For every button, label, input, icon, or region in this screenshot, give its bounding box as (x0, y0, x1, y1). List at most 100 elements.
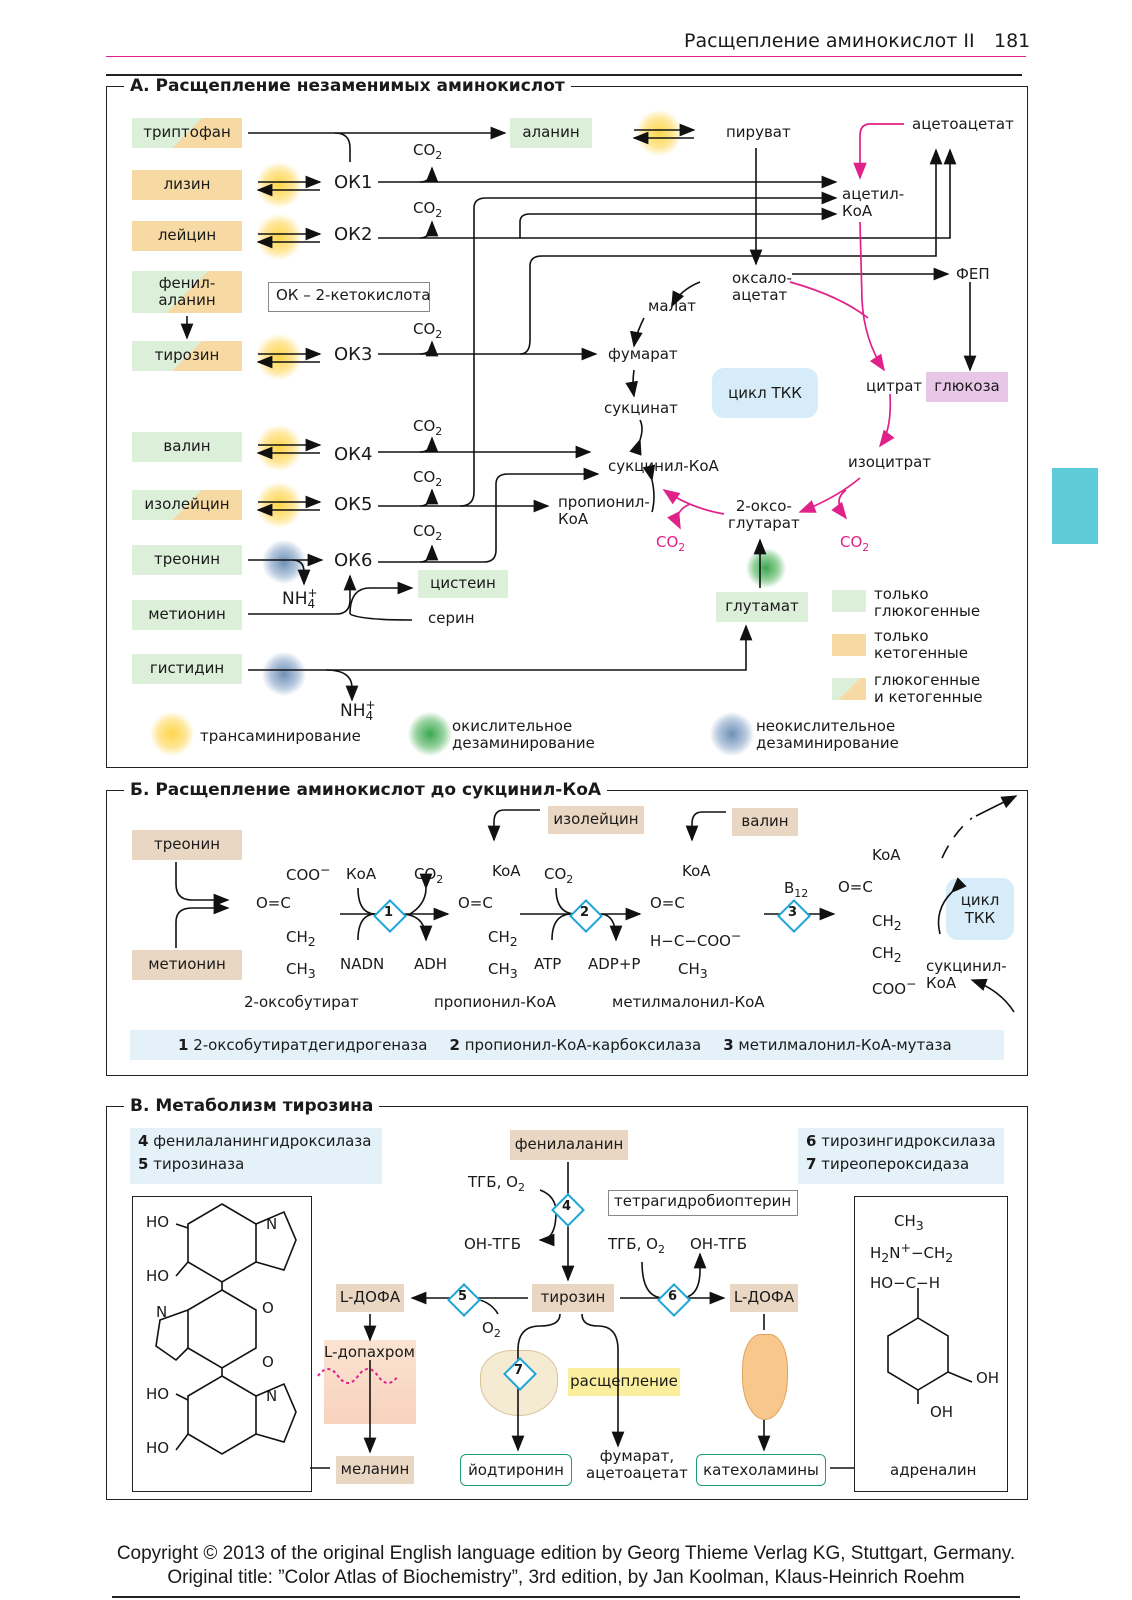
adrenalin-label: адреналин (890, 1461, 977, 1479)
page-number: 181 (994, 30, 1031, 52)
amino-leicin: лейцин (132, 221, 242, 251)
name-oxobutyrate: 2-оксобутират (244, 993, 359, 1011)
panel-c (106, 1106, 1028, 1500)
legend-oxidative-icon (408, 712, 452, 756)
ldopa-box-right: L-ДОФА (730, 1284, 798, 1312)
treonin-box: треонин (132, 830, 242, 860)
ok1-label: ОК1 (334, 172, 373, 193)
valin-box: валин (732, 808, 798, 836)
legend-glucogenic: только глюкогенные (874, 585, 981, 621)
header-rule (106, 56, 1026, 57)
panel-a-top-rule (106, 74, 1022, 76)
co2-label: CO2 (544, 865, 574, 886)
co2-released-left: CO2 (656, 533, 686, 554)
adh-label: ADH (414, 955, 448, 973)
glukoza-box: глюкоза (926, 372, 1008, 402)
enzyme-3-number: 3 (788, 905, 798, 920)
enzyme-5-number: 5 (458, 1289, 468, 1304)
legend-swatch-ketogenic (832, 634, 866, 656)
co2-label: CO2 (413, 141, 443, 162)
oh-label: OH (930, 1403, 954, 1421)
enzyme-legend-right: 6 тирозингидроксилаза 7 тиреопероксидаза (798, 1128, 1004, 1184)
koa-label: КоА (346, 865, 377, 883)
tkk-cycle-box: цикл ТКК (712, 368, 818, 418)
fumarat-label: фумарат (608, 345, 678, 363)
legend-oxidative: окислительное дезаминирование (452, 717, 595, 753)
nh4-label: NH+4 (282, 586, 318, 611)
ok3-label: ОК3 (334, 344, 373, 365)
ok6-label: ОК6 (334, 550, 373, 571)
fumarat-aa-label: фумарат, ацетоацетат (586, 1447, 688, 1483)
rasscheplenie-box: расщепление (568, 1368, 680, 1396)
izocitrat-label: изоцитрат (848, 453, 932, 471)
tkk-cycle-box-b: цикл ТКК (946, 878, 1014, 940)
enzyme-2-number: 2 (580, 905, 590, 920)
tetrahydro-label: тетрагидробиоптерин (614, 1192, 792, 1210)
running-title: Расщепление аминокислот II (684, 30, 975, 52)
legend-swatch-both (832, 678, 866, 700)
sukcinat-label: сукцинат (604, 399, 678, 417)
adrenal-gland-illustration (742, 1334, 788, 1420)
amino-gistidin: гистидин (132, 654, 242, 684)
sukcinil-koa-label: сукцинил-КоА (608, 457, 719, 475)
acetoacetat-label: ацетоацетат (912, 115, 1014, 133)
co2-label: CO2 (413, 417, 443, 438)
ldopa-box-left: L-ДОФА (336, 1284, 404, 1312)
legend-both: глюкогенные и кетогенные (874, 671, 983, 707)
copyright-line-1: Copyright © 2013 of the original English… (116, 1543, 1016, 1564)
amino-lizin: лизин (132, 170, 242, 200)
jodtironin-box: йодтиронин (460, 1454, 572, 1486)
legend-nonoxidative-icon (710, 712, 754, 756)
amino-tirozin: тирозин (132, 341, 242, 371)
o2-label: O2 (482, 1319, 501, 1340)
cistein-box: цистеин (418, 570, 508, 598)
melanin-box: меланин (336, 1456, 414, 1484)
alanin-box: аланин (510, 118, 592, 148)
enzyme-7-number: 7 (514, 1363, 524, 1378)
panel-b-title: Б. Расщепление аминокислот до сукцинил-К… (124, 780, 608, 800)
co2-label: CO2 (413, 320, 443, 341)
glutamat-box: глутамат (716, 592, 808, 622)
izoleicin-box: изолейцин (548, 806, 644, 834)
legend-swatch-glucogenic (832, 590, 866, 612)
ok2-label: ОК2 (334, 224, 373, 245)
metionin-box: метионин (132, 950, 242, 980)
o-label: O (262, 1299, 274, 1317)
sukcinil-koa-label-b: сукцинил- КоА (926, 957, 1007, 993)
katecholaminy-box: катехоламины (696, 1454, 826, 1486)
citrat-label: цитрат (866, 377, 923, 395)
legend-transamination: трансаминирование (200, 727, 361, 745)
legend-ketogenic: только кетогенные (874, 627, 968, 663)
acetil-koa-label: ацетил- КоА (842, 185, 905, 221)
copyright-line-2: Original title: ”Color Atlas of Biochemi… (167, 1567, 965, 1588)
side-tab (1052, 468, 1098, 544)
n-label: N (266, 1215, 278, 1233)
name-propionyl-coa: пропионил-КоА (434, 993, 556, 1011)
oksoglutarat-label: 2-оксо- глутарат (728, 497, 800, 533)
atp-label: ATP (534, 955, 562, 973)
enzyme-1-number: 1 (384, 905, 394, 920)
piruvat-label: пируват (726, 123, 791, 141)
oksaloacetat-label: оксало- ацетат (732, 269, 792, 305)
amino-metionin: метионин (132, 600, 242, 630)
fep-label: ФЕП (956, 265, 990, 283)
enzyme-legend-b: 1 2-оксобутиратдегидрогеназа 2 пропионил… (130, 1030, 1004, 1060)
legend-transamination-icon (150, 712, 194, 756)
n-label: N (266, 1387, 278, 1405)
co2-label: CO2 (413, 468, 443, 489)
amino-treonin: треонин (132, 545, 242, 575)
nh4-label: NH+4 (340, 698, 376, 723)
ho-label: HO (146, 1267, 170, 1285)
propionil-koa-label: пропионил- КоА (558, 493, 650, 529)
o-label: O (262, 1353, 274, 1371)
amino-valin: валин (132, 432, 242, 462)
footer-rule (112, 1596, 1020, 1598)
oh-label: OH (976, 1369, 1000, 1387)
ok4-label: ОК4 (334, 444, 373, 465)
co2-label: CO2 (413, 522, 443, 543)
oh-tgb-label-6: OH-ТГБ (690, 1235, 748, 1253)
adrenalin-structure-box (854, 1196, 1008, 1492)
enzyme-4-number: 4 (562, 1199, 572, 1214)
b12-label: B12 (784, 879, 809, 900)
